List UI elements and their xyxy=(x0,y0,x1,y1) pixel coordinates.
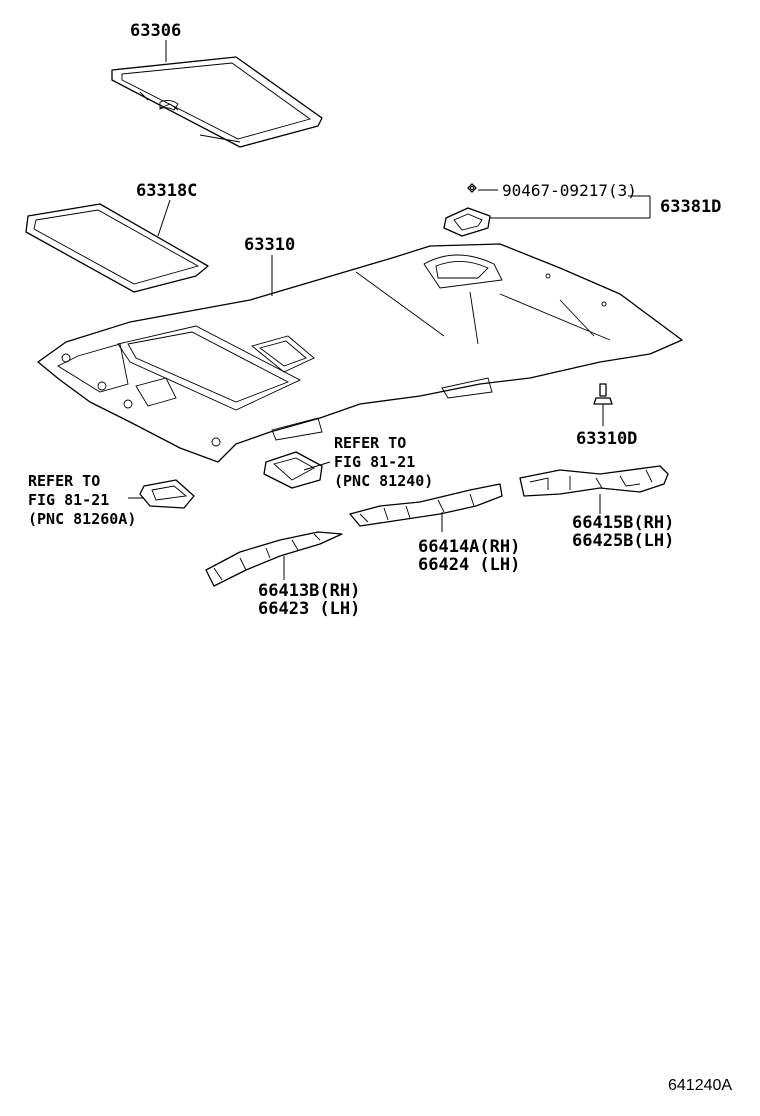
part-lamp-81240 xyxy=(263,451,323,489)
ref-left-line3: (PNC 81260A) xyxy=(28,510,136,528)
leader-63381d xyxy=(490,196,651,219)
ref-left-line2: FIG 81-21 xyxy=(28,491,109,509)
label-66414a: 66414A(RH) xyxy=(418,537,520,557)
label-66424: 66424 (LH) xyxy=(418,555,520,575)
label-66415b: 66415B(RH) xyxy=(572,513,674,533)
part-66415b-rail xyxy=(519,465,669,497)
label-66425b: 66425B(LH) xyxy=(572,531,674,551)
label-63310: 63310 xyxy=(244,235,295,255)
label-63381d: 63381D xyxy=(660,197,721,217)
label-63306: 63306 xyxy=(130,21,181,41)
figure-code: 641240A xyxy=(668,1077,732,1094)
part-63381d-cover xyxy=(443,207,491,237)
ref-right-line2: FIG 81-21 xyxy=(334,453,415,471)
part-63318c-seal xyxy=(25,203,209,293)
part-63310-headliner xyxy=(37,243,683,463)
label-90467: 90467-09217(3) xyxy=(502,181,637,200)
part-66414a-rail xyxy=(349,483,503,527)
part-lamp-81260a xyxy=(139,479,195,509)
ref-right-line3: (PNC 81240) xyxy=(334,472,433,490)
part-63306-sunshade xyxy=(111,56,323,148)
leader-63318c xyxy=(157,199,171,237)
part-63310d-clip xyxy=(593,383,613,405)
label-66423: 66423 (LH) xyxy=(258,599,360,619)
part-66413b-rail xyxy=(205,531,343,587)
leader-ref-right xyxy=(303,461,331,471)
ref-left-line1: REFER TO xyxy=(28,472,100,490)
label-63318c: 63318C xyxy=(136,181,197,201)
label-63310d: 63310D xyxy=(576,429,637,449)
ref-right-line1: REFER TO xyxy=(334,434,406,452)
part-90467-clip xyxy=(467,183,477,193)
label-66413b: 66413B(RH) xyxy=(258,581,360,601)
